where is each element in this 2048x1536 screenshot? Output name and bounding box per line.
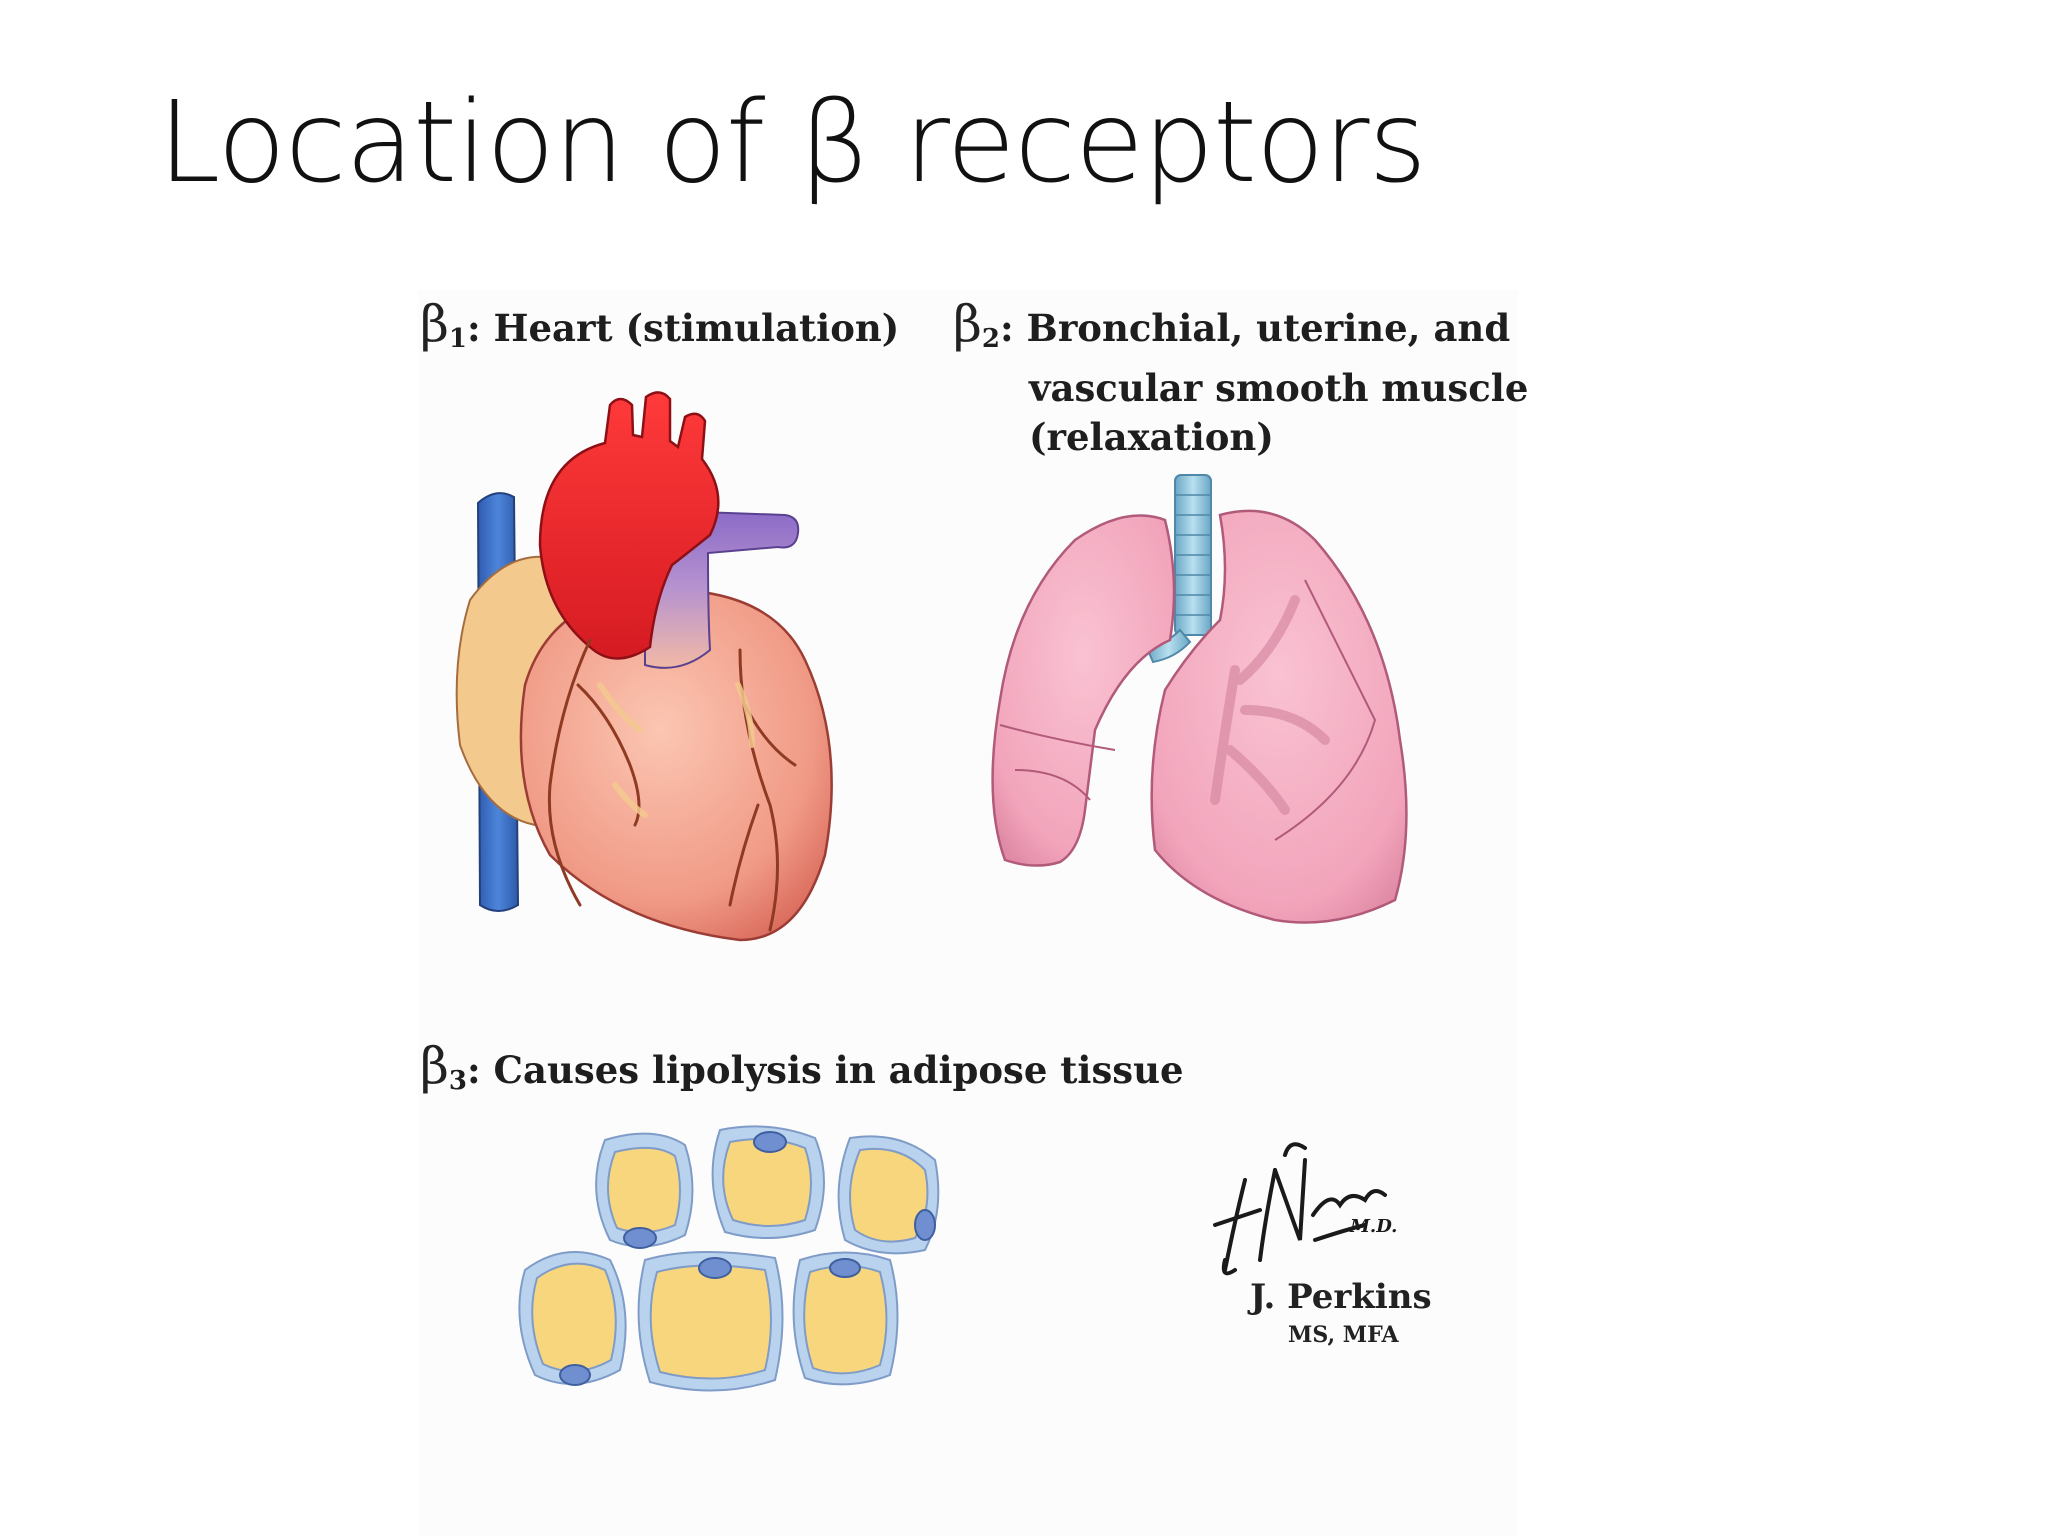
beta3-caption: β3: Causes lipolysis in adipose tissue	[420, 1042, 1184, 1106]
beta2-line1: : Bronchial, uterine, and	[1000, 306, 1510, 350]
artist-degrees: MS, MFA	[1288, 1322, 1399, 1348]
artist-name: J. Perkins	[1250, 1277, 1432, 1317]
netter-signature: M.D.	[1205, 1130, 1405, 1290]
beta1-text: : Heart (stimulation)	[467, 306, 899, 350]
fat-cells	[519, 1126, 938, 1390]
svg-text:M.D.: M.D.	[1349, 1216, 1397, 1237]
beta3-subscript: 3	[449, 1066, 467, 1096]
beta1-subscript: 1	[449, 324, 467, 354]
beta3-symbol: β	[420, 1037, 449, 1095]
beta2-caption: β2: Bronchial, uterine, and vascular smo…	[953, 300, 1528, 462]
beta2-line2: vascular smooth muscle	[953, 364, 1528, 413]
beta1-symbol: β	[420, 295, 449, 353]
beta1-caption: β1: Heart (stimulation)	[420, 300, 899, 364]
beta2-symbol: β	[953, 295, 982, 353]
beta3-text: : Causes lipolysis in adipose tissue	[467, 1048, 1184, 1092]
slide-title: Location of β receptors	[158, 78, 1426, 208]
heart-illustration	[440, 385, 860, 945]
adipose-tissue-illustration	[515, 1120, 1015, 1420]
beta2-subscript: 2	[982, 324, 1000, 354]
beta2-line3: (relaxation)	[953, 413, 1528, 462]
lungs-illustration	[975, 470, 1445, 950]
